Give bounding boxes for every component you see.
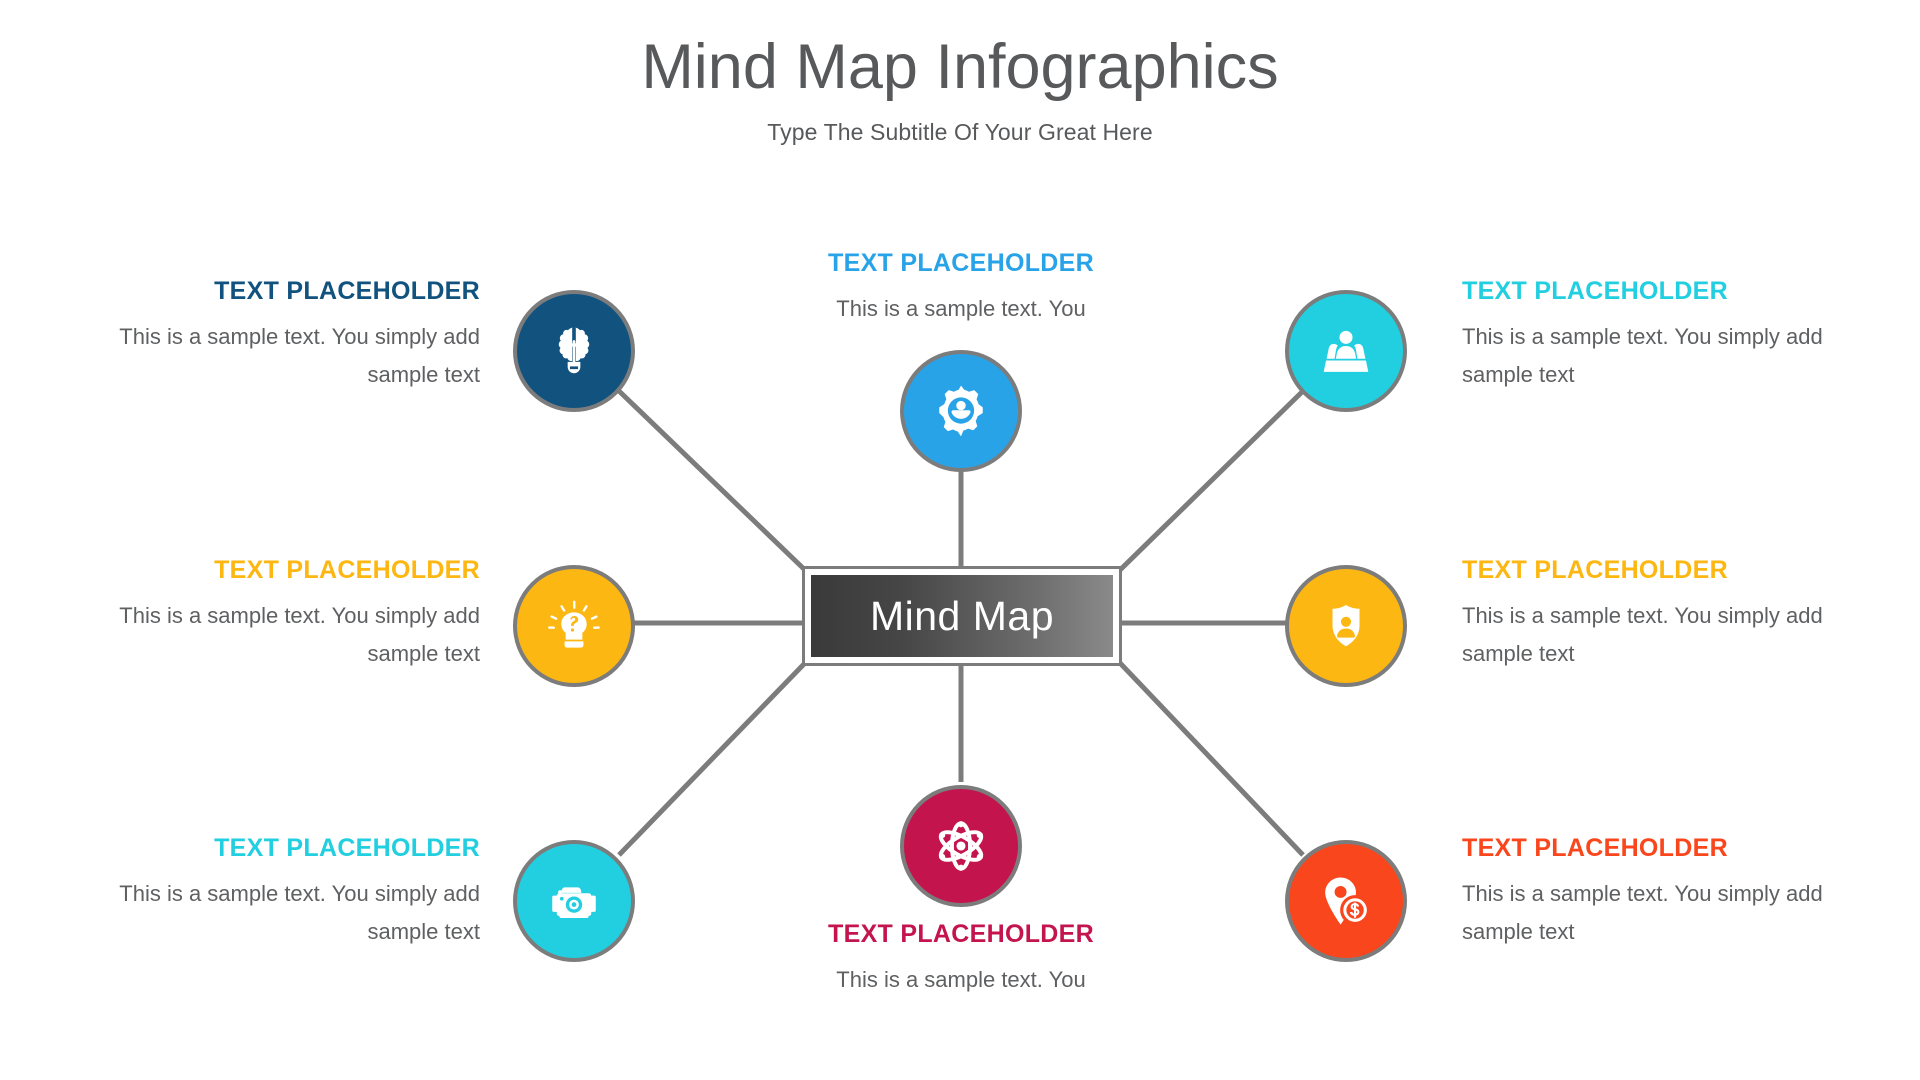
link-top-left (617, 389, 807, 572)
link-bottom-right (1118, 661, 1305, 857)
center-node[interactable]: Mind Map (802, 566, 1122, 666)
center-node-label: Mind Map (869, 592, 1054, 639)
body-top-right: This is a sample text. You simply add sa… (1462, 323, 1823, 387)
text-block-mid-right: TEXT PLACEHOLDER This is a sample text. … (1462, 556, 1832, 673)
heading-mid-left: TEXT PLACEHOLDER (214, 556, 480, 584)
center-node-fill: Mind Map (811, 575, 1113, 657)
body-mid-left: This is a sample text. You simply add sa… (119, 602, 480, 666)
body-top-center: This is a sample text. You (836, 295, 1086, 321)
heading-top-center: TEXT PLACEHOLDER (828, 249, 1094, 277)
page-subtitle: Type The Subtitle Of Your Great Here (767, 119, 1153, 146)
heading-top-left: TEXT PLACEHOLDER (214, 277, 480, 305)
node-top-left[interactable] (513, 290, 635, 412)
heading-bottom-right: TEXT PLACEHOLDER (1462, 834, 1728, 862)
text-block-top-left: TEXT PLACEHOLDER This is a sample text. … (110, 277, 480, 394)
heading-bottom-center: TEXT PLACEHOLDER (828, 920, 1094, 948)
text-block-bottom-left: TEXT PLACEHOLDER This is a sample text. … (110, 834, 480, 951)
text-block-mid-left: TEXT PLACEHOLDER This is a sample text. … (110, 556, 480, 673)
node-mid-left[interactable] (513, 565, 635, 687)
text-block-top-center: TEXT PLACEHOLDER This is a sample text. … (781, 249, 1141, 328)
link-top-right (1118, 389, 1305, 572)
idea-head-icon (548, 600, 600, 648)
heading-bottom-left: TEXT PLACEHOLDER (214, 834, 480, 862)
slide-header: Mind Map Infographics Type The Subtitle … (0, 0, 1920, 146)
camera-icon (552, 887, 596, 918)
node-mid-right[interactable] (1285, 565, 1407, 687)
body-bottom-left: This is a sample text. You simply add sa… (119, 880, 480, 944)
text-block-bottom-center: TEXT PLACEHOLDER This is a sample text. … (781, 920, 1141, 999)
shield-user-icon (1332, 604, 1360, 647)
atom-icon (938, 821, 984, 871)
body-top-left: This is a sample text. You simply add sa… (119, 323, 480, 387)
node-bottom-right[interactable] (1285, 840, 1407, 962)
brain-bulb-icon (558, 327, 590, 374)
link-bottom-left (617, 661, 807, 857)
team-desk-icon (1323, 330, 1369, 372)
body-bottom-right: This is a sample text. You simply add sa… (1462, 880, 1823, 944)
heading-top-right: TEXT PLACEHOLDER (1462, 277, 1728, 305)
node-bottom-center[interactable] (900, 785, 1022, 907)
node-bottom-left[interactable] (513, 840, 635, 962)
text-block-top-right: TEXT PLACEHOLDER This is a sample text. … (1462, 277, 1832, 394)
gear-user-icon (939, 385, 983, 437)
body-mid-right: This is a sample text. You simply add sa… (1462, 602, 1823, 666)
page-title: Mind Map Infographics (641, 32, 1279, 102)
node-top-center[interactable] (900, 350, 1022, 472)
body-bottom-center: This is a sample text. You (836, 966, 1086, 992)
location-money-icon (1325, 877, 1371, 926)
heading-mid-right: TEXT PLACEHOLDER (1462, 556, 1728, 584)
text-block-bottom-right: TEXT PLACEHOLDER This is a sample text. … (1462, 834, 1832, 951)
node-top-right[interactable] (1285, 290, 1407, 412)
